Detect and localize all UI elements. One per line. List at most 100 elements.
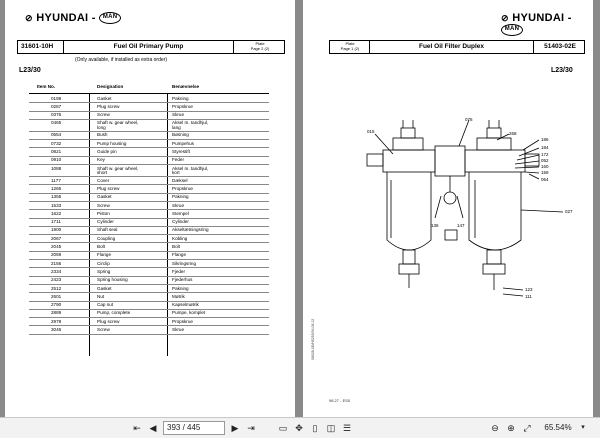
callout-172: 172 xyxy=(541,152,549,157)
item-number: 1622 xyxy=(51,210,62,216)
benaevnelse: Pumpehus xyxy=(172,140,194,146)
right-page: ⊘ HYUNDAI - MAN Plate Page 1 (2) Fuel Oi… xyxy=(303,0,593,417)
fit-page-icon[interactable]: ⤢ xyxy=(523,423,531,433)
first-page-button[interactable]: ⇤ xyxy=(133,423,141,433)
callout-147: 147 xyxy=(457,223,465,228)
designation: Nut xyxy=(97,293,105,299)
item-number: 1711 xyxy=(51,219,61,225)
left-header-box: 31601-10H Fuel Oil Primary Pump Plate Pa… xyxy=(17,40,285,54)
benaevnelse: Skrue xyxy=(172,327,185,332)
benaevnelse: Skrue xyxy=(172,202,185,208)
designation: Shaft w. gear wheel, xyxy=(97,165,139,171)
designation: Piston xyxy=(97,210,110,216)
item-number: 0732 xyxy=(51,140,62,146)
item-number: 0465 xyxy=(51,120,62,126)
designation: Cap nut xyxy=(97,302,114,308)
man-logo: MAN xyxy=(99,12,122,25)
table-row: 1266 Plug screw Propskrue xyxy=(29,185,269,194)
select-tool-icon[interactable]: ▭ xyxy=(278,423,288,433)
prev-page-button[interactable]: ◀ xyxy=(149,423,157,433)
item-number: 1266 xyxy=(51,185,62,191)
designation: Bush xyxy=(97,132,108,138)
engine-label: L23/30 xyxy=(19,67,41,74)
benaevnelse: Pakning xyxy=(172,95,189,101)
table-row: 2601 Nut Møtrik xyxy=(29,293,269,302)
item-number: 0554 xyxy=(51,132,62,138)
benaevnelse: Fjederhus xyxy=(172,277,193,283)
item-number: 2601 xyxy=(51,293,62,299)
callout-123: 123 xyxy=(525,287,533,292)
designation: Plug screw xyxy=(97,185,120,191)
zoom-out-icon[interactable]: ⊖ xyxy=(491,423,499,433)
callout-064: 064 xyxy=(541,177,549,182)
last-page-button[interactable]: ⇥ xyxy=(247,423,255,433)
zoom-in-icon[interactable]: ⊕ xyxy=(507,423,515,433)
benaevnelse: Akseltætningsring xyxy=(172,227,209,233)
item-number: 2069 xyxy=(51,252,62,258)
next-page-button[interactable]: ▶ xyxy=(231,423,239,433)
doc-number-right: 51403-02E xyxy=(544,43,576,50)
item-number: 2045 xyxy=(51,244,62,249)
benaevnelse: Pakning xyxy=(172,285,189,291)
page-number-input[interactable]: 393 / 445 xyxy=(163,421,225,435)
hyundai-logo-right: ⊘ HYUNDAI - MAN xyxy=(501,12,593,37)
single-page-icon[interactable]: ▯ xyxy=(312,423,318,433)
item-number: 0198 xyxy=(51,95,62,101)
callout-027: 027 xyxy=(565,209,573,214)
designation: Shaft seal xyxy=(97,227,118,233)
designation: Coupling xyxy=(97,235,116,241)
designation: Gasket xyxy=(97,194,112,200)
item-number: 1900 xyxy=(51,227,62,233)
designation: Guide pin xyxy=(97,149,117,154)
fuel-filter-drawing xyxy=(366,119,564,297)
callout-111: 111 xyxy=(525,294,532,299)
plate-box-right: Plate Page 1 (2) xyxy=(330,41,370,53)
benaevnelse: Fjeder xyxy=(172,268,186,274)
col-designation: Designation xyxy=(97,84,124,89)
callout-052: 052 xyxy=(541,158,549,163)
benaevnelse: Pumpe, komplet xyxy=(172,310,206,316)
doc-number: 31601-10H xyxy=(18,41,64,53)
designation: Plug screw xyxy=(97,318,120,324)
col-benaevnelse: Benævnelse xyxy=(172,84,200,89)
benaevnelse: Møtrik xyxy=(172,293,185,299)
designation-cont: long xyxy=(97,125,106,131)
benaevnelse: Propskrue xyxy=(172,185,193,191)
man-logo-right: MAN xyxy=(501,24,523,37)
continuous-icon[interactable]: ☰ xyxy=(342,423,352,433)
zoom-level[interactable]: 65.54% xyxy=(544,423,572,432)
two-page-icon[interactable]: ◫ xyxy=(326,423,336,433)
hand-tool-icon[interactable]: ✥ xyxy=(295,423,303,433)
designation: Plug screw xyxy=(97,103,120,109)
zoom-dropdown-icon[interactable]: ▾ xyxy=(581,424,585,431)
designation: Cylinder xyxy=(97,219,114,225)
designation: Spring xyxy=(97,268,111,274)
benaevnelse: Pakning xyxy=(172,194,189,200)
item-number: 1177 xyxy=(51,177,61,183)
callout-015: 015 xyxy=(367,129,375,134)
item-number: 3046 xyxy=(51,327,62,332)
designation: Spring housing xyxy=(97,277,128,283)
item-number: 1088 xyxy=(51,165,62,171)
item-number: 2790 xyxy=(51,302,62,308)
designation-cont: short xyxy=(97,170,108,176)
benaevnelse: Styrestift xyxy=(172,149,190,154)
designation: Flange xyxy=(97,252,112,258)
col-item-no: Item No. xyxy=(37,84,56,89)
benaevnelse: Dæksel xyxy=(172,177,188,183)
benaevnelse: Bøsning xyxy=(172,132,189,138)
